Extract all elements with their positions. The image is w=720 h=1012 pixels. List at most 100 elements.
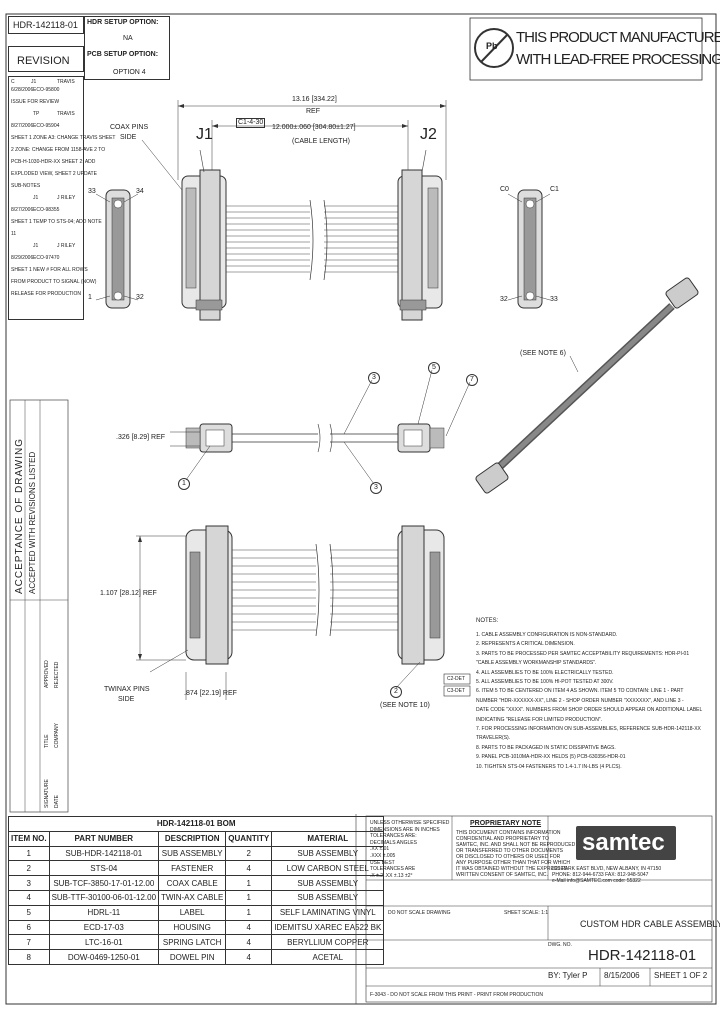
bom-cell: SUB ASSEMBLY — [271, 845, 385, 862]
bom-cell: LTC-16-01 — [48, 934, 160, 951]
hdr-setup-label: HDR SETUP OPTION: — [87, 19, 159, 26]
bom-cell: 5 — [8, 904, 50, 921]
pin-c3-label: 33 — [550, 296, 558, 303]
bom-header-cell: ITEM NO. — [8, 830, 50, 847]
bom-cell: SPRING LATCH — [158, 934, 227, 951]
revision-row-text: SHEET 1 NEW # FOR ALL ROWS — [11, 267, 88, 273]
bom-cell: 4 — [225, 934, 273, 951]
tolerance-line: TOLERANCES ARE — [370, 866, 416, 873]
part-number-box: HDR-142118-01 — [8, 16, 84, 34]
coax-side-label: SIDE — [120, 134, 137, 141]
bom-cell: IDEMITSU XAREC EA522 BK — [271, 919, 385, 936]
dim-1107: 1.107 [28.12] REF — [100, 590, 157, 597]
coax-pins-label: COAX PINS — [110, 124, 149, 131]
tolerance-line: USE BEST — [370, 859, 395, 866]
pin-32-label: 32 — [136, 294, 144, 301]
proprietary-line: THIS DOCUMENT CONTAINS INFORMATION — [456, 830, 561, 836]
revision-row-text: 8/29/2006 — [11, 255, 34, 261]
address-line: 520 PARK EAST BLVD, NEW ALBANY, IN 47150 — [552, 866, 662, 872]
bom-cell: 4 — [225, 860, 273, 877]
note-line: 3. PARTS TO BE PROCESSED PER SAMTEC ACCE… — [476, 650, 690, 657]
bom-cell: HOUSING — [158, 919, 227, 936]
bom-cell: 4 — [225, 949, 273, 965]
note-line: 5. ALL ASSEMBLIES TO BE 100% HI-POT TEST… — [476, 679, 614, 685]
bom-header-cell: MATERIAL — [271, 830, 385, 847]
revision-row-eco: J1 — [33, 195, 39, 201]
tolerance-line: .XXX ±.005 — [370, 853, 396, 859]
balloon-item-1: 1 — [178, 478, 190, 490]
address-line: PHONE: 812-944-6733 FAX: 812-948-5047 — [552, 872, 649, 878]
proprietary-line: OR DISCLOSED TO OTHERS OR USED FOR — [456, 854, 561, 860]
revision-row-text: 11 — [11, 231, 17, 237]
bom-cell: SUB-TCF-3850-17-01-12.00 — [48, 875, 160, 891]
bom-cell: SUB ASSEMBLY — [271, 875, 385, 891]
revision-title: REVISION — [17, 55, 70, 67]
tolerance-line: TOLERANCES ARE: — [370, 833, 417, 840]
stamp-field-label: APPROVED — [44, 660, 50, 688]
stamp-field-label: REJECTED — [54, 661, 60, 688]
lead-free-line-1: THIS PRODUCT MANUFACTURED — [516, 29, 720, 46]
j2-label: J2 — [420, 126, 437, 143]
c1-tag: C1-4-30 — [236, 118, 266, 128]
stamp-field-label: DATE — [54, 795, 60, 808]
pin-c0-label: C0 — [500, 186, 509, 193]
overall-ref: REF — [306, 108, 320, 115]
drawing-date: 8/15/2006 — [604, 971, 640, 980]
overall-length-dim: 13.16 [334.22] — [292, 96, 337, 103]
balloon-item-2: 2 — [390, 686, 402, 698]
bom-cell: TWIN-AX CABLE — [158, 889, 227, 906]
note-tag-c3: C3-DET — [447, 688, 466, 694]
revision-header-name: TRAVIS — [57, 79, 75, 85]
tolerance-line: UNLESS OTHERWISE SPECIFIED — [370, 820, 450, 826]
proprietary-line: CONFIDENTIAL AND PROPRIETARY TO — [456, 836, 549, 842]
proprietary-line: WRITTEN CONSENT OF SAMTEC, INC. — [456, 872, 548, 878]
setup-options-box: HDR SETUP OPTION: NA PCB SETUP OPTION: O… — [84, 16, 170, 80]
bom-cell: 4 — [225, 919, 273, 936]
note-line: 1. CABLE ASSEMBLY CONFIGURATION IS NON-S… — [476, 632, 618, 638]
dwg-no: HDR-142118-01 — [588, 947, 697, 964]
twinax-pins-label: TWINAX PINS — [104, 686, 150, 693]
stamp-accepted-with-revisions: ACCEPTED WITH REVISIONS LISTED — [28, 451, 37, 594]
revision-row-eco: ECO-95800 — [33, 87, 60, 93]
revision-header-j1: J1 — [31, 79, 37, 85]
twinax-side-label: SIDE — [118, 696, 135, 703]
note-line: 4. ALL ASSEMBLIES TO BE 100% ELECTRICALL… — [476, 669, 614, 676]
revision-row-name: J RILEY — [57, 243, 76, 249]
pin-33-label: 33 — [88, 188, 96, 195]
bom-header-cell: DESCRIPTION — [158, 830, 227, 847]
note-line: INDICATING "RELEASE FOR LIMITED PRODUCTI… — [476, 716, 602, 723]
bom-cell: 1 — [225, 904, 273, 921]
bom-cell: SUB ASSEMBLY — [158, 845, 227, 862]
balloon-item-7: 7 — [466, 374, 478, 386]
balloon-item-5: 5 — [428, 362, 440, 374]
bom-cell: 6 — [8, 919, 50, 936]
stamp-field-label: SIGNATURE — [44, 779, 50, 808]
revision-row-text: 8/27/2006 — [11, 123, 34, 129]
revision-row-text: 2 ZONE: CHANGE FROM 1158-AVE 2 TO — [11, 147, 106, 153]
bom-cell: 1 — [225, 875, 273, 891]
bom-cell: SUB-HDR-142118-01 — [48, 845, 160, 862]
bom-cell: COAX CABLE — [158, 875, 227, 891]
j1-label: J1 — [196, 126, 213, 143]
part-number-label: HDR-142118-01 — [13, 20, 78, 30]
revision-row-eco: ECO-98355 — [33, 207, 60, 213]
bom-cell: SUB ASSEMBLY — [271, 889, 385, 906]
revision-row-name: TRAVIS — [57, 111, 75, 117]
bom-title: HDR-142118-01 BOM — [7, 816, 385, 832]
bom-cell: 2 — [225, 845, 273, 862]
bom-cell: DOW-0469-1250-01 — [48, 949, 160, 965]
revision-row-text: 6/28/2006 — [11, 87, 34, 93]
proprietary-title: PROPRIETARY NOTE — [470, 820, 542, 827]
note-line: NUMBER "HDR-XXXXXX-XX", LINE 2 - SHOP OR… — [476, 697, 684, 704]
pcb-setup-label: PCB SETUP OPTION: — [87, 51, 159, 58]
lead-free-line-2: WITH LEAD-FREE PROCESSING — [516, 51, 720, 68]
revision-row-text: ISSUE FOR REVIEW — [11, 99, 60, 105]
revision-row-text: PCB-H-1030-HDR-XX SHEET 2: ADD — [11, 159, 96, 165]
bom-cell: 7 — [8, 934, 50, 951]
